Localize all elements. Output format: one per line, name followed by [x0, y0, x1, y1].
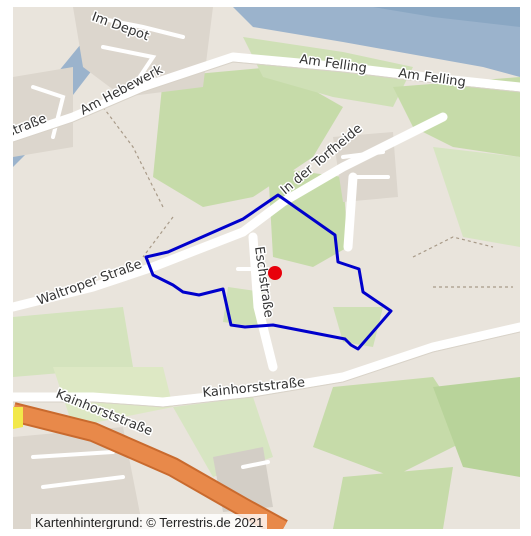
main-roads — [13, 52, 520, 407]
area-boundary-outline[interactable] — [144, 193, 393, 351]
location-marker[interactable] — [268, 266, 282, 280]
map-canvas[interactable]: Im Depot Am Hebewerk straße Am Felling A… — [13, 7, 520, 529]
map-attribution: Kartenhintergrund: © Terrestris.de 2021 — [31, 514, 268, 529]
green-areas — [13, 37, 520, 529]
motorway-junction — [13, 407, 23, 429]
main-road-casings — [13, 61, 520, 408]
map-viewport[interactable]: Im Depot Am Hebewerk straße Am Felling A… — [13, 7, 520, 529]
footpaths — [102, 106, 513, 288]
